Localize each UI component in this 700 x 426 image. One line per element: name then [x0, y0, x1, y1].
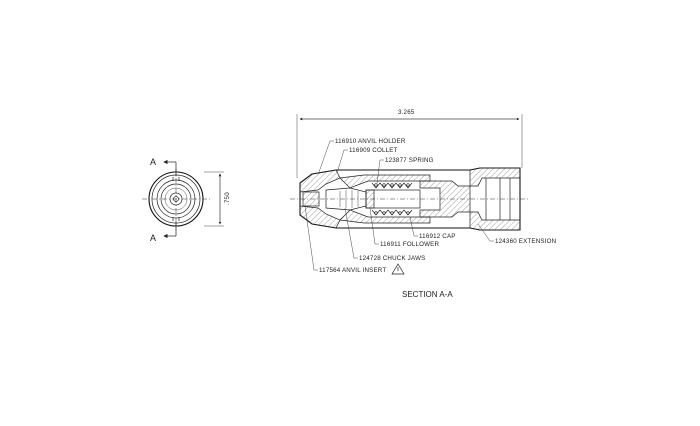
- callout-follower: 116911 FOLLOWER: [369, 207, 440, 248]
- callout-collet: 116909 COLLET: [336, 147, 398, 174]
- section-view: 3.265: [290, 109, 556, 299]
- dimension-750: .750: [224, 192, 231, 205]
- callout-extension: 124360 EXTENSION: [477, 223, 556, 245]
- svg-text:116912 CAP: 116912 CAP: [419, 233, 456, 240]
- svg-text:116909 COLLET: 116909 COLLET: [349, 147, 398, 154]
- anvil-insert-part: [302, 191, 320, 207]
- cap-part: [419, 180, 471, 218]
- section-letter-bottom: A: [150, 233, 157, 243]
- overall-dimension: 3.265: [296, 109, 523, 178]
- section-marker-top: A: [150, 157, 177, 176]
- callout-spring: 123877 SPRING: [376, 157, 434, 184]
- callout-chuck-jaws: 124728 CHUCK JAWS: [344, 207, 425, 262]
- callout-anvil-insert: 117564 ANVIL INSERT: [304, 205, 405, 275]
- warning-triangle-icon: [391, 263, 405, 275]
- spring-part: [371, 182, 413, 216]
- svg-text:124360 EXTENSION: 124360 EXTENSION: [495, 238, 556, 245]
- section-letter-top: A: [150, 157, 157, 167]
- svg-text:124728 CHUCK JAWS: 124728 CHUCK JAWS: [359, 255, 425, 262]
- section-marker-bottom: A: [150, 222, 177, 243]
- callout-cap: 116912 CAP: [409, 216, 456, 240]
- section-title: SECTION A-A: [402, 290, 453, 299]
- anvil-holder-part: [299, 169, 341, 193]
- dimension-3265: 3.265: [398, 109, 415, 116]
- svg-text:116910 ANVIL HOLDER: 116910 ANVIL HOLDER: [335, 138, 406, 145]
- callout-anvil-holder: 116910 ANVIL HOLDER: [318, 138, 406, 173]
- end-view-dimension: .750: [204, 171, 231, 227]
- svg-text:116911 FOLLOWER: 116911 FOLLOWER: [380, 241, 440, 248]
- end-view: A A .750: [142, 157, 231, 243]
- svg-text:117564 ANVIL INSERT: 117564 ANVIL INSERT: [319, 267, 386, 274]
- extension-part: [469, 167, 521, 187]
- svg-text:123877 SPRING: 123877 SPRING: [385, 157, 434, 164]
